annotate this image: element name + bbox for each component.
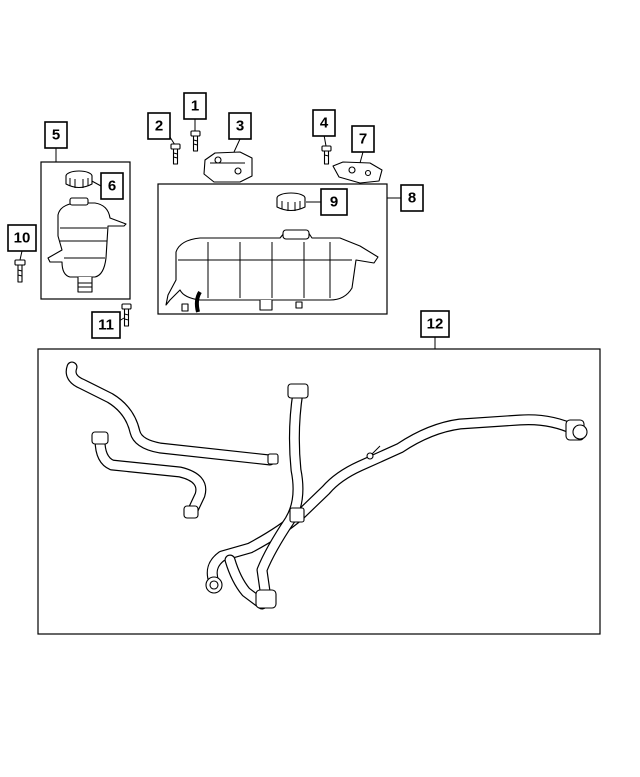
- bolt-part-11: [121, 303, 132, 327]
- callout-6: 6: [100, 172, 124, 200]
- group-box-8: [157, 183, 388, 315]
- svg-text:8: 8: [408, 190, 416, 207]
- bracket-part-7: [332, 161, 383, 184]
- svg-text:9: 9: [330, 194, 338, 211]
- callout-11: 11: [91, 311, 121, 339]
- svg-text:4: 4: [320, 115, 329, 132]
- reservoir-part-5: [47, 197, 127, 293]
- svg-text:10: 10: [14, 230, 31, 247]
- reservoir-part-8: [165, 229, 379, 313]
- svg-text:5: 5: [52, 127, 60, 144]
- callout-8: 8: [400, 184, 424, 212]
- bolt-part-4: [321, 145, 332, 165]
- callout-10: 10: [7, 224, 37, 252]
- callout-1: 1: [183, 92, 207, 120]
- bolt-part-10: [14, 259, 26, 283]
- svg-text:6: 6: [108, 178, 116, 195]
- callout-5: 5: [44, 121, 68, 149]
- bolt-part-2: [170, 143, 181, 165]
- callout-4: 4: [312, 109, 336, 137]
- svg-text:7: 7: [359, 131, 367, 148]
- callout-2: 2: [147, 112, 171, 140]
- svg-text:2: 2: [155, 118, 163, 135]
- callout-3: 3: [228, 112, 252, 140]
- hose-assembly-part-12: [65, 361, 588, 610]
- cap-part-6: [65, 170, 93, 189]
- bolt-part-1: [190, 130, 201, 152]
- bracket-part-3: [203, 151, 253, 183]
- group-box-12: [37, 348, 601, 635]
- svg-text:1: 1: [191, 98, 199, 115]
- group-box-5: [40, 161, 131, 300]
- svg-text:11: 11: [98, 317, 114, 334]
- callout-12: 12: [420, 310, 450, 338]
- cap-part-9: [276, 192, 306, 212]
- callout-9: 9: [320, 188, 348, 216]
- svg-text:3: 3: [236, 118, 244, 135]
- callout-7: 7: [351, 125, 375, 153]
- svg-text:12: 12: [427, 316, 444, 333]
